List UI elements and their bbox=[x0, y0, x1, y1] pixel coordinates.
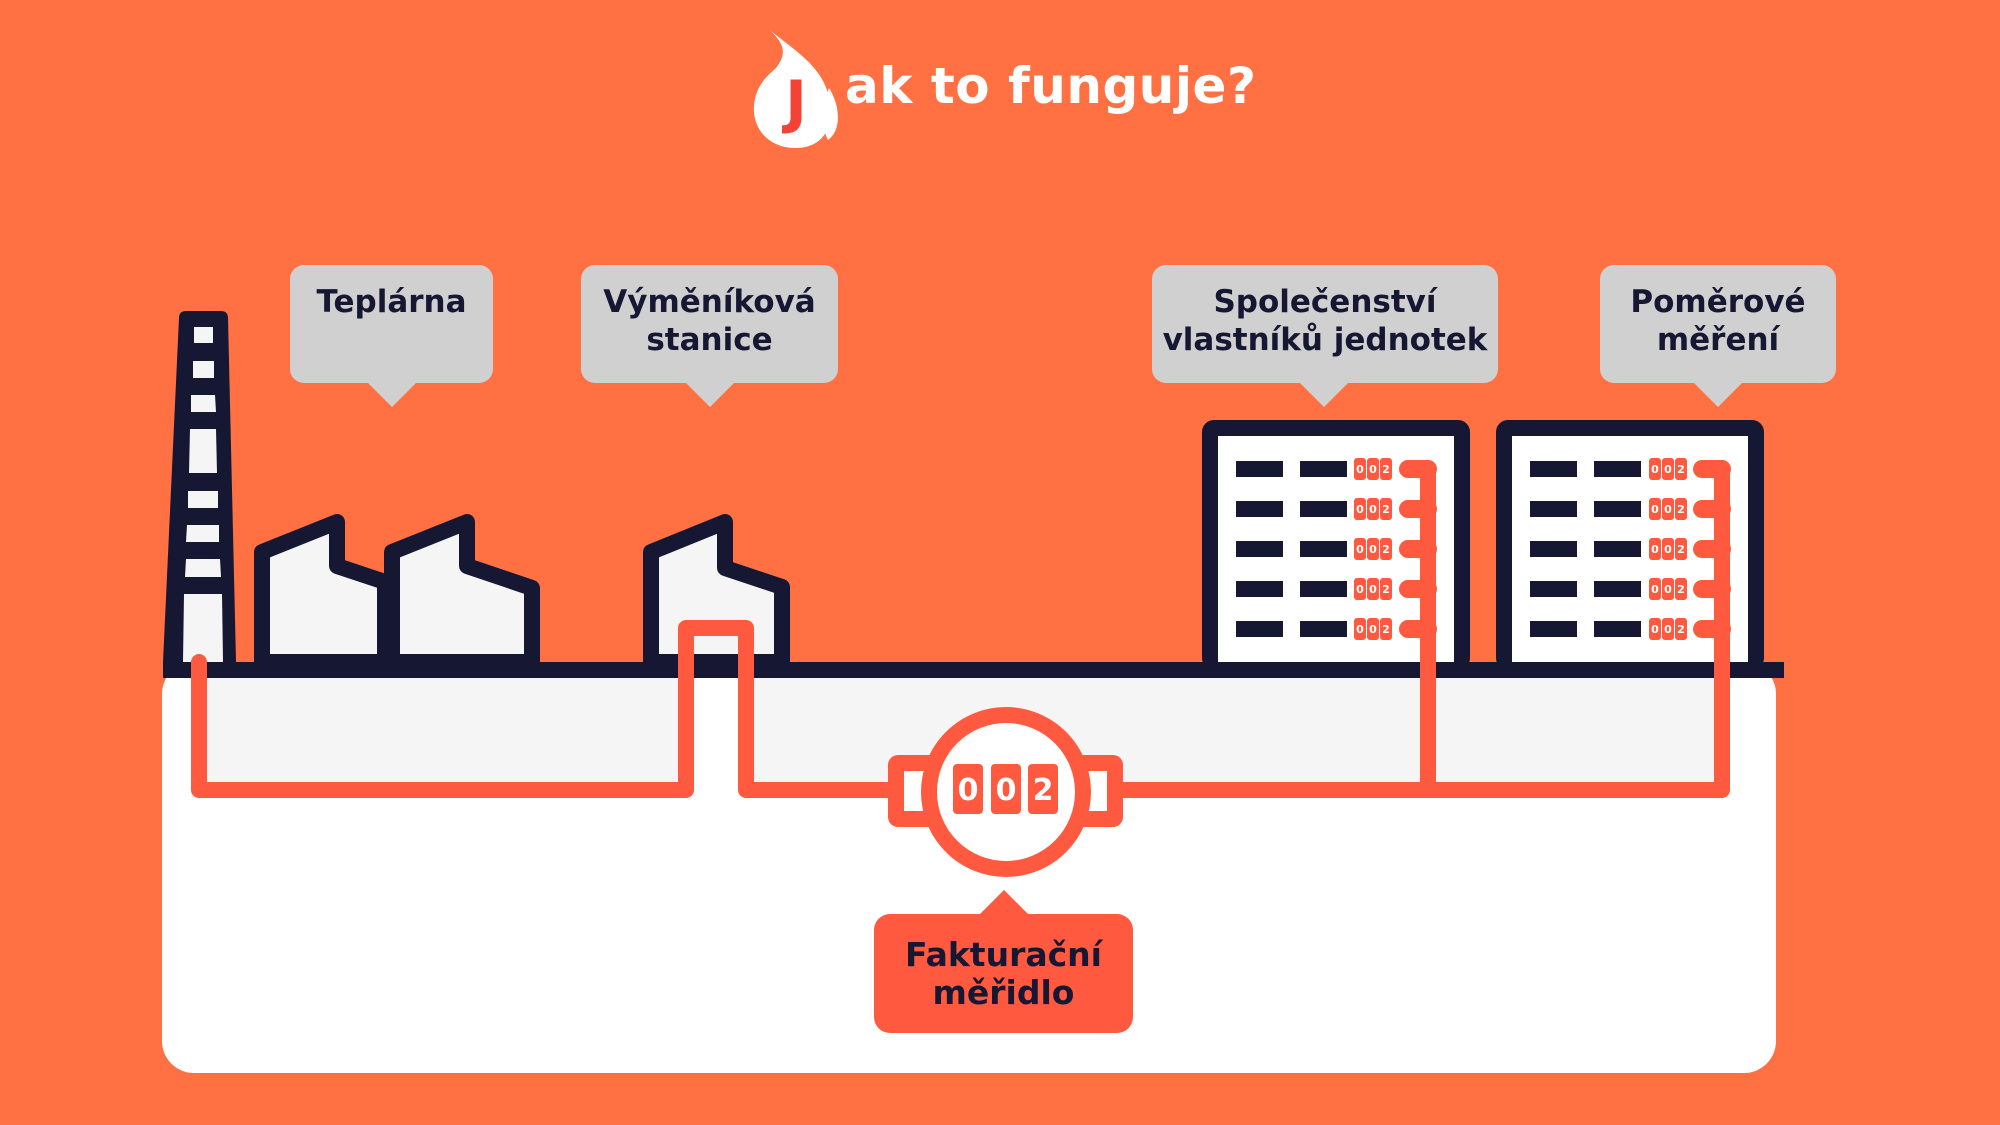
svg-text:0: 0 bbox=[1369, 583, 1377, 596]
svg-text:0: 0 bbox=[1369, 503, 1377, 516]
label-svj: Společenství vlastníků jednotek bbox=[1152, 265, 1498, 407]
label-line: stanice bbox=[646, 322, 773, 358]
power-plant-icon bbox=[254, 514, 540, 670]
label-line: Společenství bbox=[1213, 284, 1437, 320]
label-pomerove-mereni: Poměrové měření bbox=[1600, 265, 1836, 407]
apartment-taps-2 bbox=[1693, 460, 1731, 638]
svg-text:2: 2 bbox=[1677, 543, 1685, 556]
underground-band bbox=[738, 678, 1714, 782]
meter-digit: 2 bbox=[1033, 773, 1054, 808]
svg-text:0: 0 bbox=[1356, 543, 1364, 556]
svg-text:2: 2 bbox=[1677, 463, 1685, 476]
svg-text:0: 0 bbox=[1664, 503, 1672, 516]
svg-text:2: 2 bbox=[1382, 503, 1390, 516]
svg-text:2: 2 bbox=[1382, 543, 1390, 556]
svg-text:0: 0 bbox=[1664, 623, 1672, 636]
svg-text:2: 2 bbox=[1677, 583, 1685, 596]
svg-text:2: 2 bbox=[1677, 503, 1685, 516]
svg-text:0: 0 bbox=[1651, 583, 1659, 596]
svg-text:0: 0 bbox=[1356, 463, 1364, 476]
chimney-icon bbox=[163, 311, 236, 662]
svg-text:0: 0 bbox=[1664, 583, 1672, 596]
svg-text:2: 2 bbox=[1382, 463, 1390, 476]
label-teplarna: Teplárna bbox=[290, 265, 493, 407]
svg-text:0: 0 bbox=[1369, 543, 1377, 556]
apartment-taps-1 bbox=[1399, 460, 1437, 638]
svg-text:2: 2 bbox=[1677, 623, 1685, 636]
svg-text:0: 0 bbox=[1369, 623, 1377, 636]
svg-text:0: 0 bbox=[1664, 543, 1672, 556]
svg-text:0: 0 bbox=[1356, 503, 1364, 516]
svg-text:0: 0 bbox=[1356, 583, 1364, 596]
windows-building-1 bbox=[1236, 461, 1347, 637]
svg-text:0: 0 bbox=[1369, 463, 1377, 476]
billing-meter-icon: 0 0 2 bbox=[888, 707, 1123, 877]
page-title: ak to funguje? bbox=[845, 57, 1257, 115]
svg-text:0: 0 bbox=[1651, 463, 1659, 476]
ground-line bbox=[163, 662, 1784, 678]
flame-logo-icon: J bbox=[753, 28, 838, 148]
svg-text:0: 0 bbox=[1356, 623, 1364, 636]
meter-digit: 0 bbox=[996, 773, 1017, 808]
svg-text:2: 2 bbox=[1382, 623, 1390, 636]
label-line: Výměníková bbox=[603, 284, 816, 320]
svg-text:0: 0 bbox=[1651, 503, 1659, 516]
meter-digit: 0 bbox=[958, 773, 979, 808]
label-line: vlastníků jednotek bbox=[1162, 322, 1488, 358]
svg-text:0: 0 bbox=[1651, 623, 1659, 636]
svg-text:0: 0 bbox=[1651, 543, 1659, 556]
label-fakturacni-meridlo: Fakturační měřidlo bbox=[874, 890, 1133, 1033]
label-line: měření bbox=[1656, 322, 1780, 358]
label-vymenikova-stanice: Výměníková stanice bbox=[581, 265, 838, 407]
windows-building-2 bbox=[1530, 461, 1641, 637]
label-line: měřidlo bbox=[932, 972, 1075, 1012]
label-line: Poměrové bbox=[1630, 284, 1806, 320]
logo-letter: J bbox=[781, 68, 807, 136]
label-line: Fakturační bbox=[904, 934, 1102, 974]
label-line: Teplárna bbox=[316, 284, 467, 320]
svg-text:0: 0 bbox=[1664, 463, 1672, 476]
svg-text:2: 2 bbox=[1382, 583, 1390, 596]
exchanger-station-icon bbox=[643, 514, 790, 670]
underground-band bbox=[207, 678, 694, 782]
